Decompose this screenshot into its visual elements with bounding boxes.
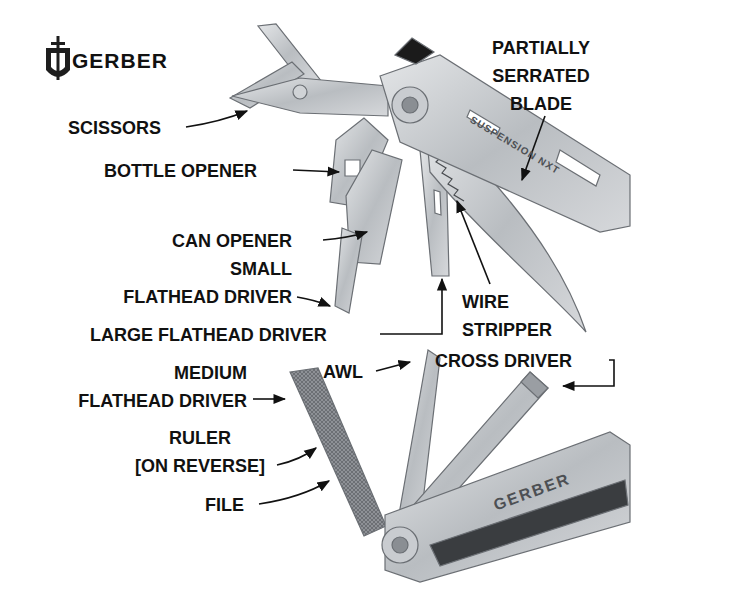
brand-logo: GERBER bbox=[72, 47, 192, 75]
part-label: SMALL FLATHEAD DRIVER bbox=[80, 255, 292, 311]
top-multitool bbox=[230, 24, 630, 332]
part-label: RULER [ON REVERSE] bbox=[130, 424, 270, 480]
logo-shield bbox=[46, 36, 70, 80]
part-label: MEDIUM FLATHEAD DRIVER bbox=[40, 359, 247, 415]
part-label: SCISSORS bbox=[68, 114, 188, 142]
part-label: CROSS DRIVER bbox=[435, 347, 607, 375]
part-label: AWL bbox=[323, 358, 373, 386]
part-label: CAN OPENER bbox=[172, 227, 322, 255]
part-label: BOTTLE OPENER bbox=[104, 157, 294, 185]
part-label: WIRE STRIPPER bbox=[462, 288, 582, 344]
bottom-multitool bbox=[290, 350, 630, 582]
part-label: LARGE FLATHEAD DRIVER bbox=[90, 321, 375, 349]
part-label: PARTIALLY SERRATED BLADE bbox=[470, 34, 612, 118]
part-label: FILE bbox=[205, 491, 265, 519]
